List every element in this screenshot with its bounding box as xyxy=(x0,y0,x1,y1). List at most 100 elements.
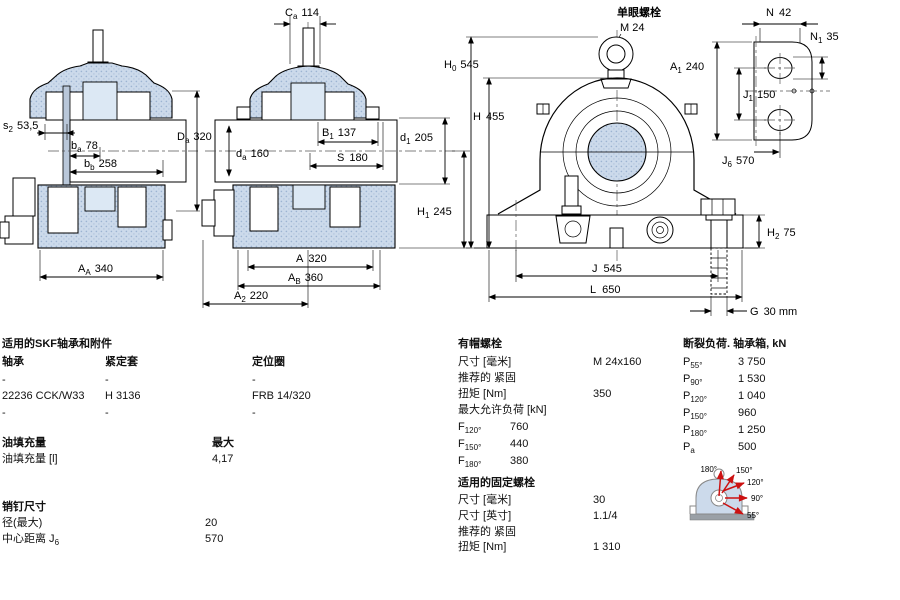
load-sub: 120° xyxy=(690,395,707,405)
ring-cell: FRB 14/320 xyxy=(252,390,311,402)
cap-bolts-title: 有帽螺栓 xyxy=(458,338,502,350)
col-header-sleeve: 紧定套 xyxy=(105,356,138,368)
breaking-row-value: 1 250 xyxy=(738,424,766,436)
sleeve-cell: - xyxy=(105,407,109,419)
load-sub: a xyxy=(690,446,695,456)
load-row-value: 440 xyxy=(510,438,529,450)
cap-bolt-torque-label: 扭矩 [Nm] xyxy=(458,388,507,400)
bearing-cell: 22236 CCK/W33 xyxy=(2,390,85,402)
oil-table-title: 油填充量 xyxy=(2,437,46,449)
fix-bolt-value: 1 310 xyxy=(593,541,621,553)
angle-label-180: 180° xyxy=(700,465,717,474)
breaking-row-label: P180° xyxy=(683,424,707,439)
load-sub: 55° xyxy=(690,361,703,371)
pin-row-value: 20 xyxy=(205,517,218,529)
load-row-label: F120° xyxy=(458,421,482,436)
load-row-label: F150° xyxy=(458,438,482,453)
cap-bolt-torque-value: 350 xyxy=(593,388,612,400)
foundation-bolt-head xyxy=(700,198,736,216)
bolt-threads xyxy=(710,247,728,295)
load-base: P xyxy=(683,373,691,385)
breaking-row-value: 960 xyxy=(738,407,757,419)
fix-bolt-label: 尺寸 [英寸] xyxy=(458,510,512,522)
breaking-row-label: P120° xyxy=(683,390,707,405)
ring-cell: - xyxy=(252,374,256,386)
breaking-row-label: P150° xyxy=(683,407,707,422)
load-sub: 90° xyxy=(690,378,703,388)
eyebolt-label: 单眼螺栓 xyxy=(617,5,661,19)
angle-label-150: 150° xyxy=(736,466,753,475)
load-base: F xyxy=(458,438,465,450)
breaking-row-value: 1 530 xyxy=(738,373,766,385)
breaking-row-label: Pa xyxy=(683,441,695,456)
load-arrows: 180° 150° 120° 90° 55° xyxy=(700,465,763,520)
load-row-value: 380 xyxy=(510,455,529,467)
oil-max-header: 最大 xyxy=(212,437,234,449)
angle-label-120: 120° xyxy=(747,478,764,487)
breaking-row-label: P90° xyxy=(683,373,703,388)
cap-bolt-size-value: M 24x160 xyxy=(593,356,642,368)
load-sub: 180° xyxy=(690,429,707,439)
breaking-row-value: 500 xyxy=(738,441,757,453)
col-header-ring: 定位圈 xyxy=(252,356,285,368)
breaking-loads-title: 断裂负荷. 轴承箱, kN xyxy=(683,338,787,350)
fix-bolt-label: 扭矩 [Nm] xyxy=(458,541,507,553)
load-direction-diagram: 180° 150° 120° 90° 55° xyxy=(689,465,764,521)
load-base: F xyxy=(458,421,465,433)
cap-bolt-rec-label: 推荐的 紧固 xyxy=(458,372,517,384)
load-base: F xyxy=(458,455,465,467)
pin-row-label: 中心距离 J6 xyxy=(2,533,59,547)
fix-bolt-label: 推荐的 紧固 xyxy=(458,526,517,538)
bearing-cell: - xyxy=(2,374,6,386)
cap-bolt-maxload-label: 最大允许负荷 [kN] xyxy=(458,404,547,416)
pin-row-label: 径(最大) xyxy=(2,517,43,529)
pin-label-text: 中心距离 J xyxy=(2,533,55,545)
fix-bolt-label: 尺寸 [毫米] xyxy=(458,494,512,506)
fix-bolt-value: 1.1/4 xyxy=(593,510,618,522)
mini-housing xyxy=(689,468,755,521)
load-sub: 120° xyxy=(464,426,482,436)
bearing-cell: - xyxy=(2,407,6,419)
sleeve-cell: - xyxy=(105,374,109,386)
load-base: P xyxy=(683,424,691,436)
breaking-row-value: 1 040 xyxy=(738,390,766,402)
pin-row-value: 570 xyxy=(205,533,224,545)
eyebolt-size: M 24 xyxy=(620,22,644,34)
load-sub: 150° xyxy=(690,412,707,422)
oil-row-label: 油填充量 [l] xyxy=(2,453,58,465)
ring-cell: - xyxy=(252,407,256,419)
load-base: P xyxy=(683,356,691,368)
load-sub: 150° xyxy=(464,443,482,453)
breaking-row-label: P55° xyxy=(683,356,703,371)
cap-bolt-size-label: 尺寸 [毫米] xyxy=(458,356,512,368)
oil-row-value: 4,17 xyxy=(212,453,234,465)
pins-table-title: 销钉尺寸 xyxy=(2,501,46,513)
